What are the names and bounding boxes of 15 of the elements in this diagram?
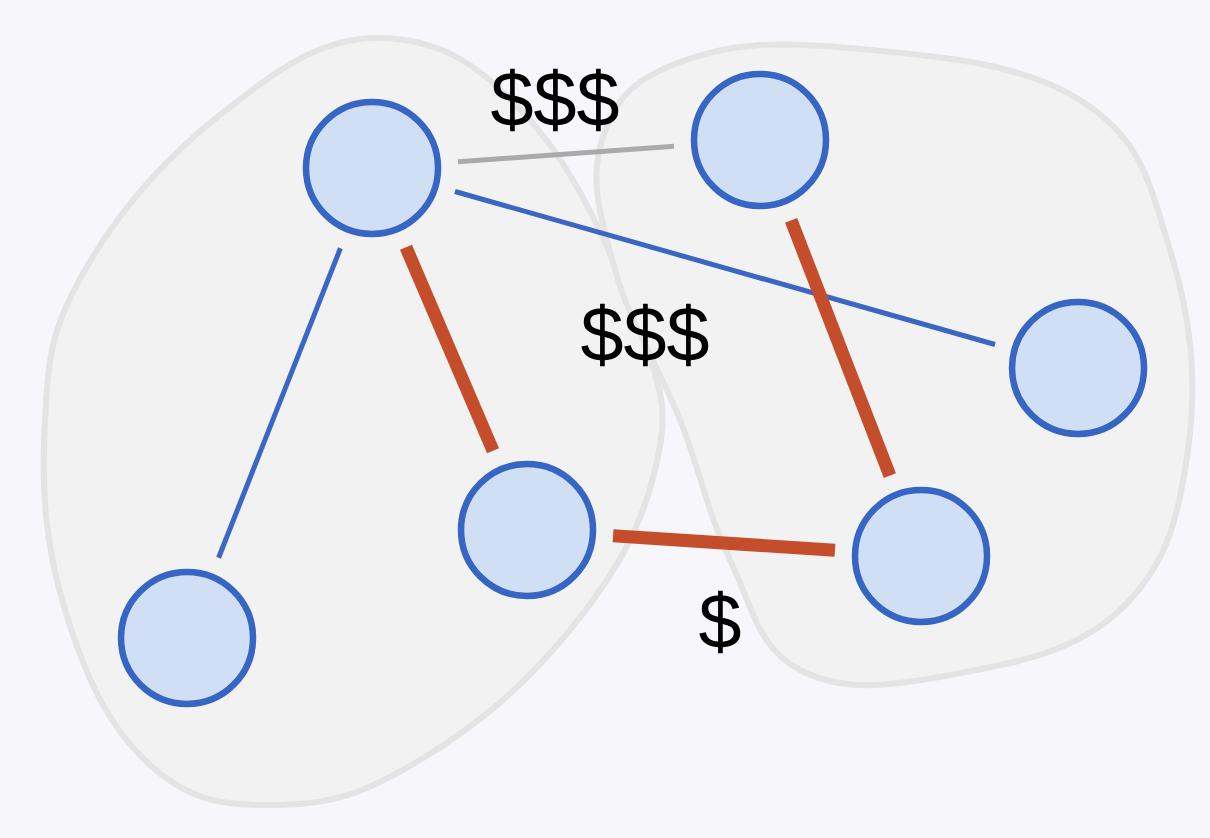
circle bbox=[690, 70, 830, 210]
circle bbox=[457, 460, 597, 600]
edge-label: $$$ bbox=[581, 303, 709, 367]
connector-line bbox=[454, 189, 996, 347]
connector-line bbox=[785, 218, 896, 478]
edge-label: $ bbox=[699, 590, 741, 654]
connector-line bbox=[457, 143, 675, 165]
connector-line bbox=[216, 247, 343, 559]
edge-label: $$$ bbox=[491, 68, 619, 132]
connector-line bbox=[612, 529, 836, 557]
circle bbox=[117, 568, 257, 708]
circle bbox=[851, 486, 991, 626]
circle bbox=[302, 98, 442, 238]
connector-line bbox=[400, 244, 500, 454]
circle bbox=[1008, 298, 1148, 438]
